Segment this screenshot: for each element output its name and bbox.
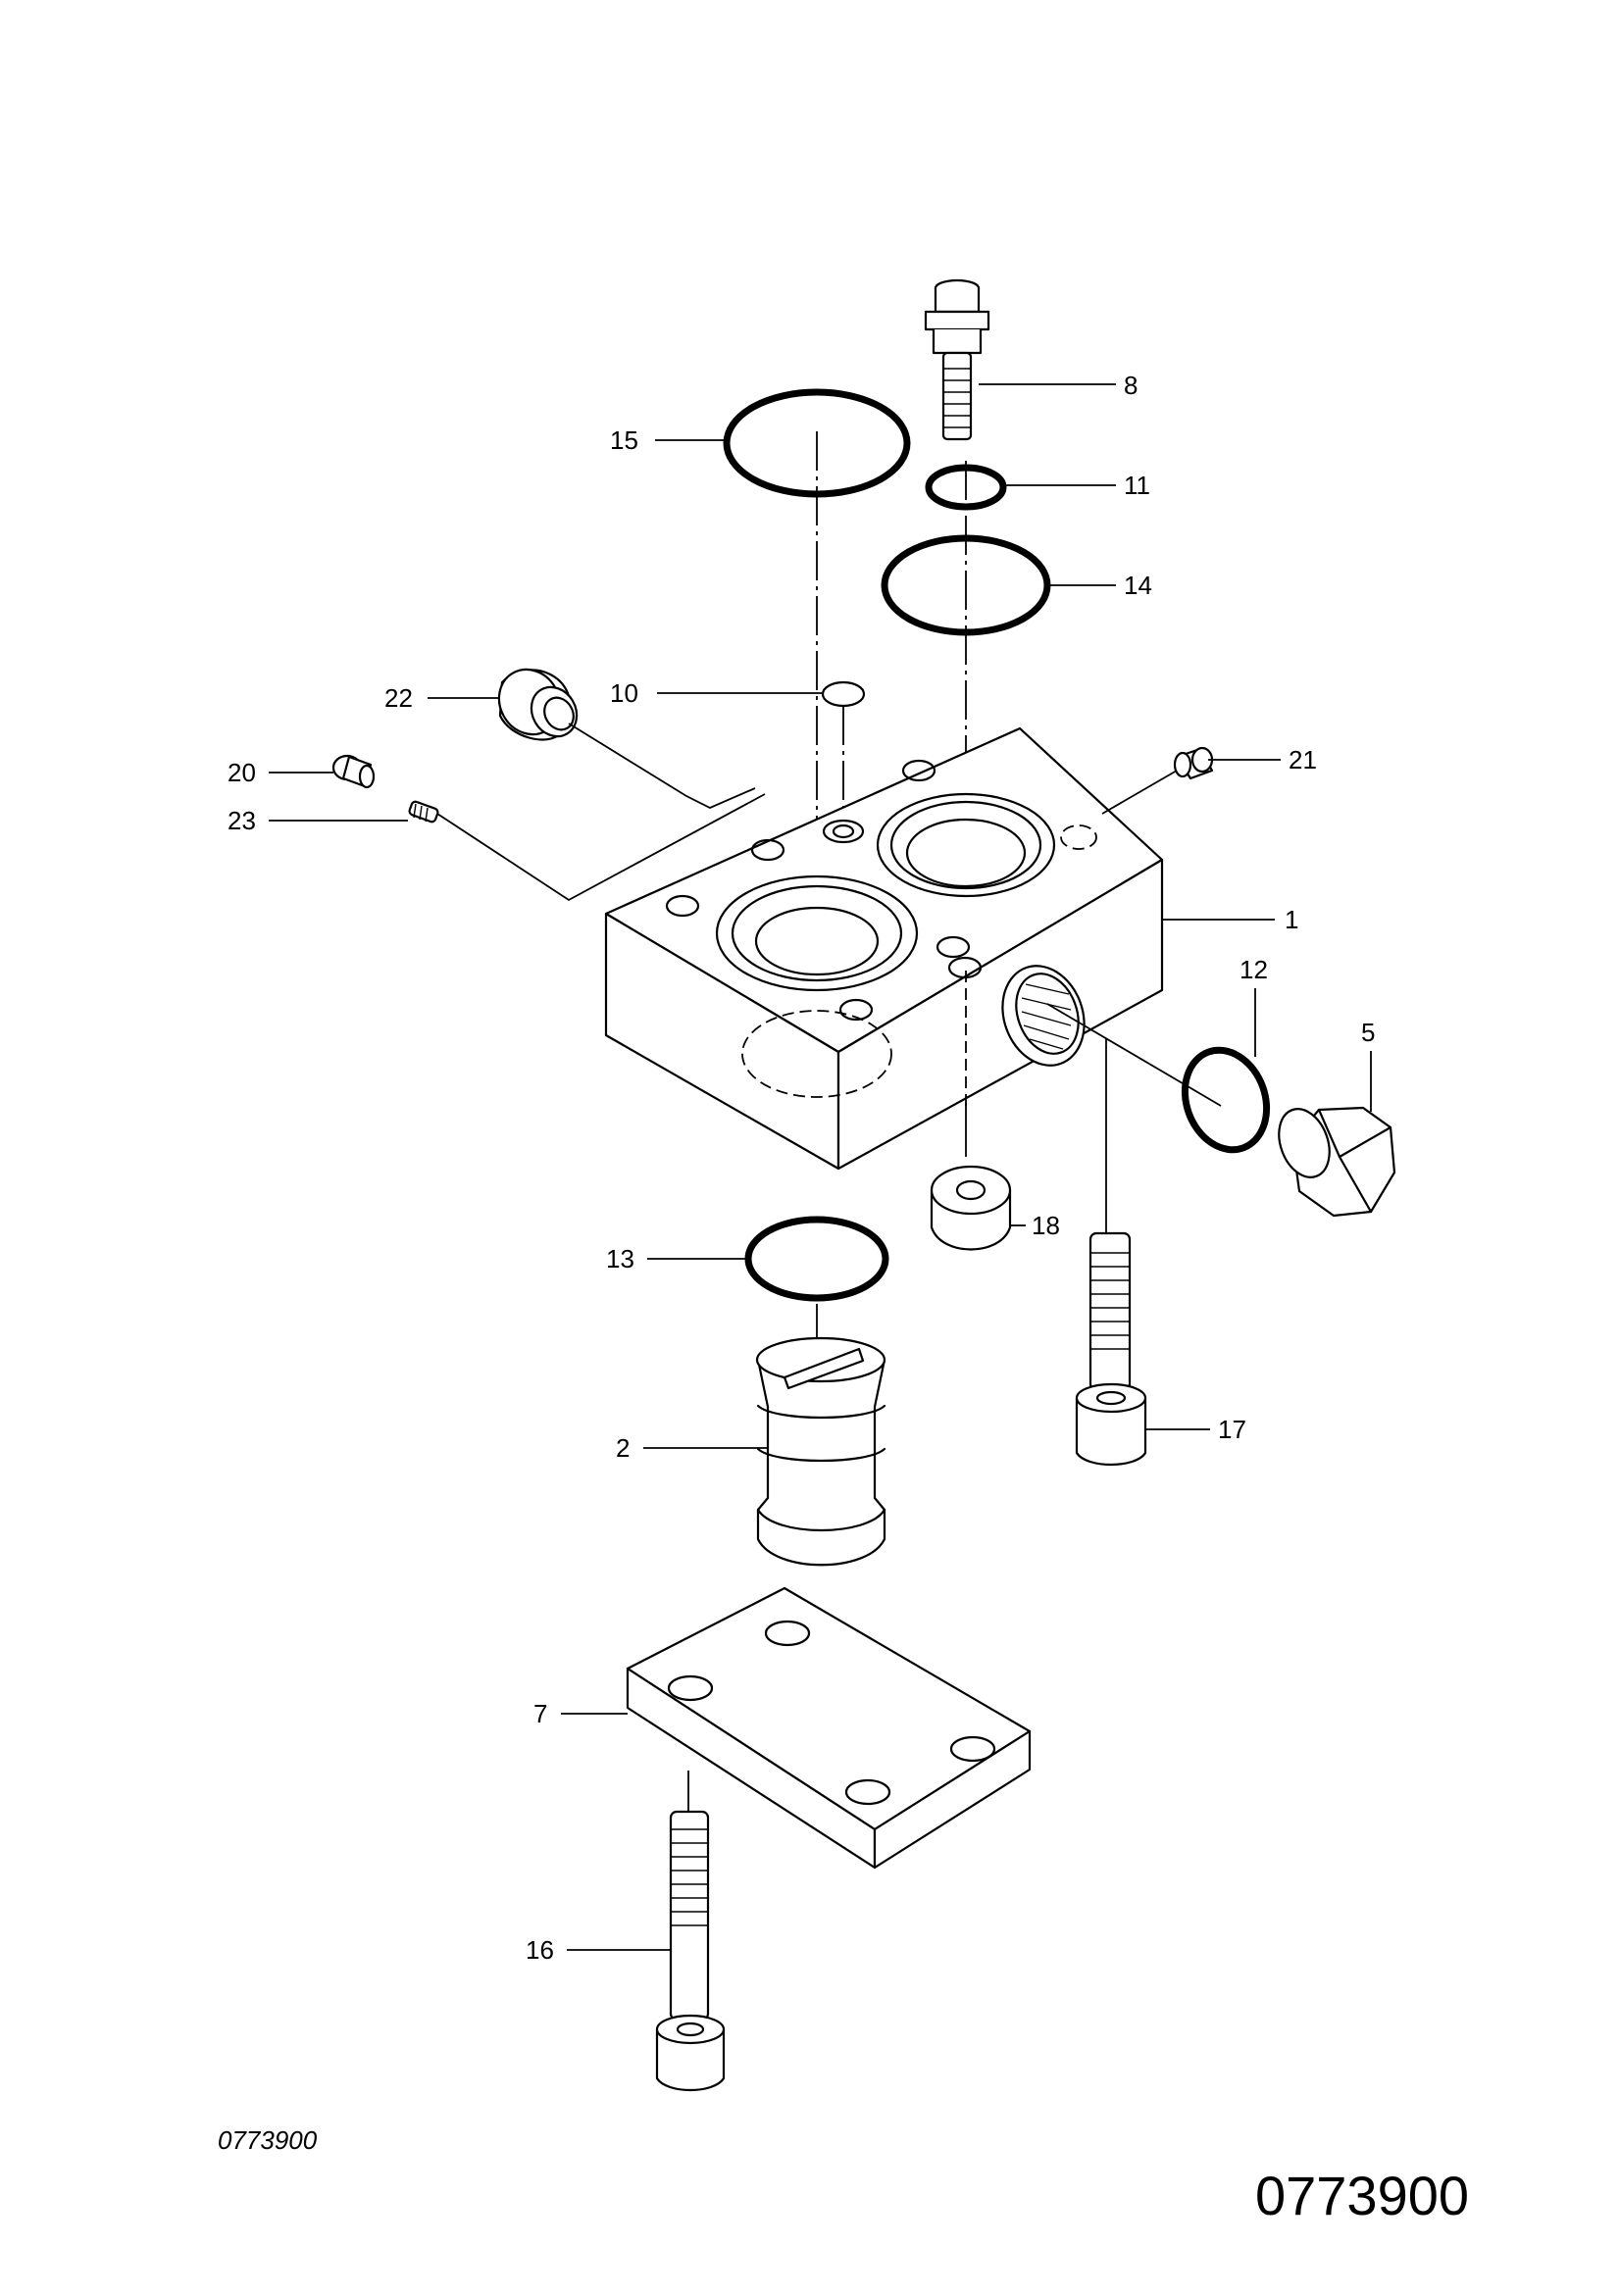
callout-16: 16 — [526, 1935, 554, 1965]
part-2-valve-plug — [755, 1336, 886, 1567]
callout-12: 12 — [1240, 955, 1268, 984]
callout-14: 14 — [1124, 571, 1152, 600]
part-18-spacer — [930, 1165, 1012, 1251]
callout-22: 22 — [384, 683, 413, 713]
part-12-o-ring — [1181, 1046, 1271, 1154]
part-22-plug — [497, 668, 579, 741]
part-8-bolt — [924, 278, 990, 441]
callout-18: 18 — [1032, 1211, 1060, 1240]
callout-15: 15 — [610, 425, 638, 455]
part-10-o-ring — [821, 680, 866, 708]
part-23-set-screw — [408, 800, 439, 824]
part-20-plug — [331, 754, 376, 789]
part-21-plug — [1173, 746, 1214, 780]
drawing-number-large: 0773900 — [1255, 2165, 1469, 2226]
drawing-number-small: 0773900 — [218, 2125, 318, 2155]
part-13-o-ring — [744, 1216, 889, 1302]
part-1-valve-body — [604, 726, 1164, 1171]
callout-1: 1 — [1285, 905, 1298, 934]
part-7-cover-plate — [626, 1586, 1032, 1870]
part-16-cap-screw — [655, 1810, 726, 2092]
part-17-cap-screw — [1075, 1231, 1147, 1467]
part-5-hex-plug — [1278, 1106, 1396, 1218]
callout-2: 2 — [616, 1433, 630, 1463]
callout-20: 20 — [228, 758, 256, 787]
callout-8: 8 — [1124, 371, 1138, 400]
callout-23: 23 — [228, 806, 256, 835]
leader-lines — [269, 383, 1372, 1951]
callout-labels: 8 15 11 14 10 22 20 23 21 1 12 5 18 13 1… — [228, 371, 1375, 1965]
callout-5: 5 — [1361, 1018, 1375, 1047]
callout-21: 21 — [1289, 745, 1317, 774]
callout-17: 17 — [1218, 1415, 1246, 1444]
callout-13: 13 — [606, 1244, 634, 1273]
callout-10: 10 — [610, 678, 638, 708]
callout-7: 7 — [533, 1699, 547, 1728]
callout-11: 11 — [1124, 471, 1150, 500]
